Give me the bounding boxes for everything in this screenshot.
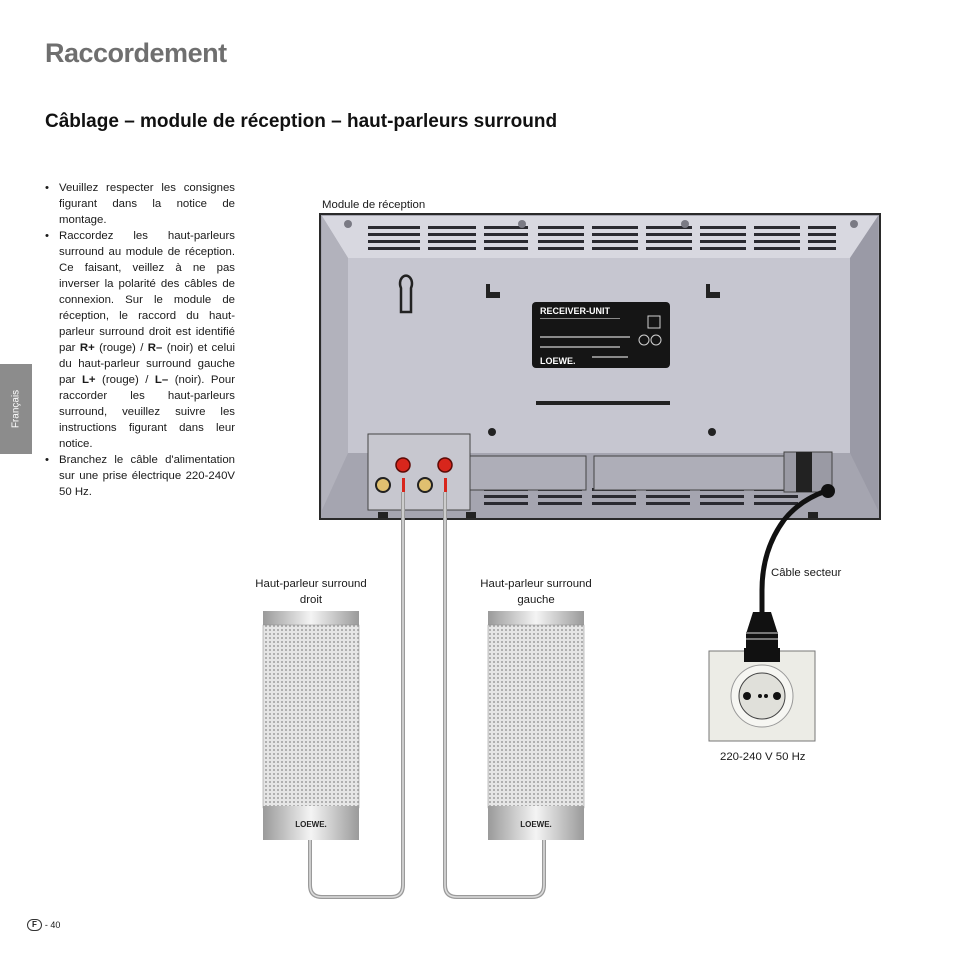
ce-mark-icon	[650, 334, 662, 346]
instruction-item: Branchez le câble d'alimentation sur une…	[45, 452, 235, 500]
instruction-text: Branchez le câble d'alimentation sur une…	[59, 454, 235, 498]
screw-icon	[850, 220, 858, 228]
speaker-left-label: Haut-parleur surround gauche	[475, 576, 597, 608]
keyhole-icon	[398, 274, 414, 314]
power-cable	[759, 488, 827, 612]
speaker-left-label-line: Haut-parleur surround	[480, 578, 592, 590]
speaker-left-logo: LOEWE.	[520, 820, 552, 829]
module-label: Module de réception	[322, 199, 426, 211]
receiver-unit: RECEIVER-UNIT LOEWE.	[319, 213, 881, 520]
screw-icon	[344, 220, 352, 228]
wall-socket	[708, 648, 816, 742]
speaker-right: LOEWE.	[262, 611, 360, 840]
instruction-text: (noir). Pour raccorder les haut-parleurs…	[59, 374, 235, 450]
top-vents	[368, 226, 836, 250]
rating-plate: RECEIVER-UNIT LOEWE.	[532, 302, 670, 368]
speaker-right-label-line: droit	[299, 594, 323, 606]
screw-icon	[708, 428, 716, 436]
terminal-l-plus: L+	[81, 374, 96, 386]
instruction-text: (rouge) /	[94, 342, 148, 354]
page-title: Raccordement	[45, 38, 227, 68]
power-inlet-icon	[796, 452, 812, 492]
page-number: - 40	[44, 920, 61, 930]
instruction-item: Raccordez les haut-parleurs surround au …	[45, 228, 235, 452]
instruction-text: Veuillez respecter les consignes figuran…	[59, 182, 235, 226]
instruction-list: Veuillez respecter les consignes figuran…	[45, 180, 235, 500]
socket-hole-icon	[743, 692, 751, 700]
speaker-right-logo: LOEWE.	[295, 820, 327, 829]
page-footer: F - 40	[27, 919, 60, 931]
ce-mark-icon	[638, 334, 650, 346]
language-badge: F	[27, 919, 42, 931]
rating-plate-brand: LOEWE.	[540, 356, 576, 366]
power-plug-icon	[746, 612, 778, 648]
power-cable-label: Câble secteur	[771, 567, 842, 579]
double-insulation-icon	[647, 315, 661, 329]
terminal-l-minus: L–	[154, 374, 169, 386]
terminal-r-plus-icon[interactable]	[395, 457, 411, 473]
terminal-l-minus-icon[interactable]	[417, 477, 433, 493]
instruction-text: (rouge) /	[95, 374, 155, 386]
instruction-text: Raccordez les haut-parleurs surround au …	[59, 230, 235, 354]
rating-plate-title: RECEIVER-UNIT	[540, 306, 611, 316]
terminal-r-minus: R–	[147, 342, 163, 354]
screw-icon	[681, 220, 689, 228]
section-title: Câblage – module de réception – haut-par…	[45, 111, 558, 132]
instruction-item: Veuillez respecter les consignes figuran…	[45, 180, 235, 228]
terminal-r-plus: R+	[79, 342, 95, 354]
terminal-l-plus-icon[interactable]	[437, 457, 453, 473]
screw-icon	[488, 428, 496, 436]
speaker-left-label-line: gauche	[517, 594, 555, 606]
terminal-right[interactable]	[375, 457, 411, 493]
speaker-left: LOEWE.	[487, 611, 585, 840]
terminal-r-minus-icon[interactable]	[375, 477, 391, 493]
instruction-text: (noir) et celui du haut-parleur surround…	[59, 342, 235, 386]
speaker-right-label-line: Haut-parleur surround	[255, 578, 367, 590]
socket-hole-icon	[773, 692, 781, 700]
terminal-left[interactable]	[417, 457, 453, 493]
language-tab[interactable]: Français	[0, 364, 32, 454]
speaker-right-label: Haut-parleur surround droit	[250, 576, 372, 608]
socket-label: 220-240 V 50 Hz	[720, 751, 806, 763]
screw-icon	[518, 220, 526, 228]
